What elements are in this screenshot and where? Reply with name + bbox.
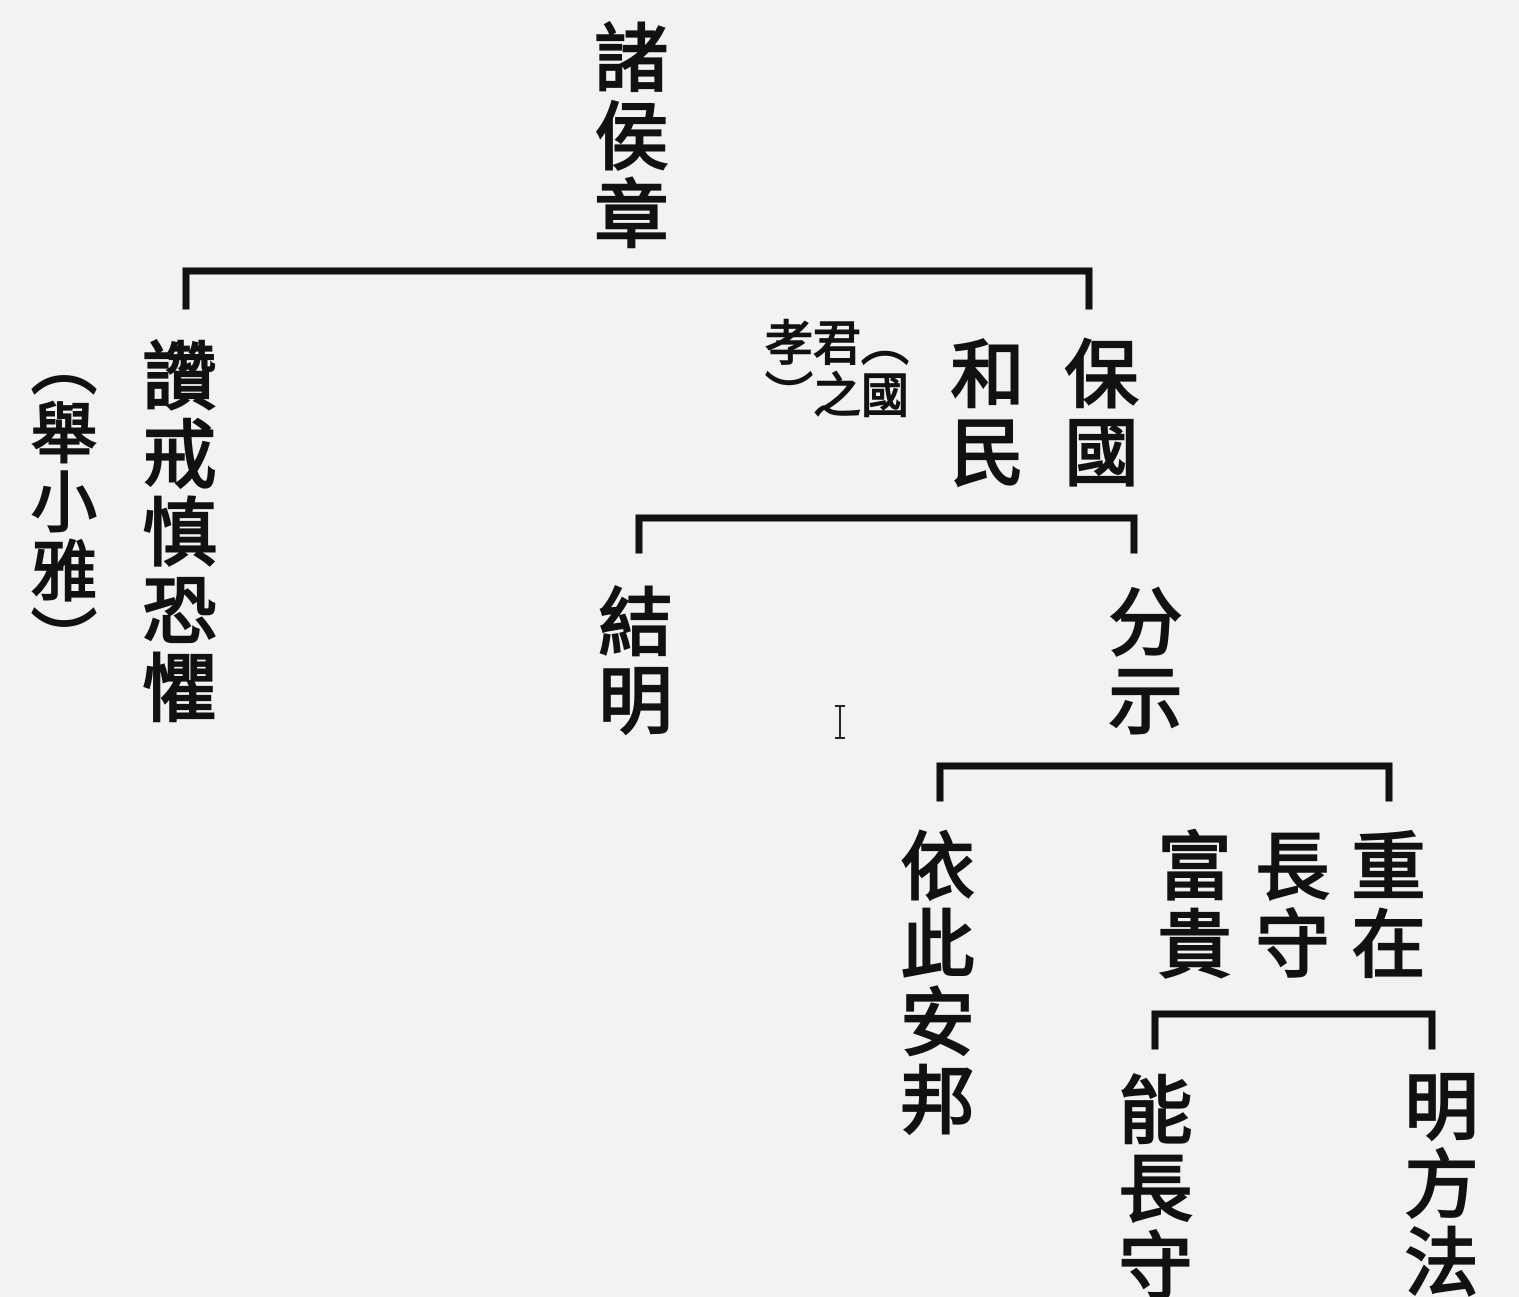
leaf-able: 能長守: [1106, 1072, 1192, 1297]
node-rely: 依此安邦: [888, 828, 974, 1140]
bracket-protect: [635, 514, 1138, 554]
node-conclude: 結明: [586, 584, 672, 740]
branch-harmony: 和民: [938, 336, 1024, 492]
node-long-keep: 長守: [1243, 828, 1329, 984]
branch-praise-note: （舉小雅）: [20, 330, 98, 675]
bracket-root: [182, 267, 1093, 310]
branch-praise: 讚戒慎恐懼: [130, 338, 216, 728]
bracket-emphasis: [1151, 1010, 1436, 1050]
branch-ruler-note: （國君之孝）: [756, 318, 908, 422]
text-cursor-icon: [835, 705, 845, 739]
node-divide: 分示: [1096, 584, 1182, 740]
bracket-divide: [936, 762, 1393, 802]
node-wealth: 富貴: [1145, 828, 1231, 984]
branch-protect: 保國: [1052, 336, 1138, 492]
leaf-method: 明方法: [1392, 1068, 1478, 1297]
root-title: 諸侯章: [582, 20, 668, 254]
node-emphasis: 重在: [1339, 828, 1425, 984]
